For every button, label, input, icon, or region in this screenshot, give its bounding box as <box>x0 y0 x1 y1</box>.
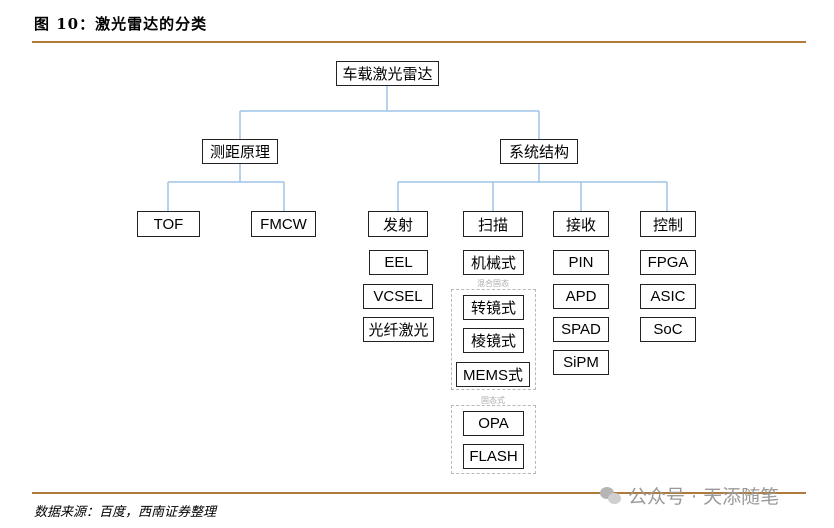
receive-item-pin: PIN <box>553 250 609 275</box>
control-item-asic: ASIC <box>640 284 696 309</box>
figure-title: 图 10：激光雷达的分类 <box>34 15 208 33</box>
hybrid-solid-state-group <box>451 289 536 390</box>
principle-node: 测距原理 <box>202 139 278 164</box>
receive-item-sipm: SiPM <box>553 350 609 375</box>
wechat-icon <box>600 486 622 505</box>
receive-category: 接收 <box>553 211 609 237</box>
hybrid-solid-state-label: 混合固态 <box>477 279 509 288</box>
tof-node: TOF <box>137 211 200 237</box>
watermark-text: 公众号 · 天添随笔 <box>628 486 780 508</box>
source-note: 数据来源：百度，西南证券整理 <box>34 505 217 520</box>
control-item-soc: SoC <box>640 317 696 342</box>
solid-state-label: 固态式 <box>481 396 505 405</box>
scan-item-opa: OPA <box>463 411 524 436</box>
receive-item-apd: APD <box>553 284 609 309</box>
bottom-rule <box>32 492 806 494</box>
receive-item-spad: SPAD <box>553 317 609 342</box>
scan-item-flash: FLASH <box>463 444 524 469</box>
top-rule <box>32 41 806 43</box>
scan-item-mems: MEMS式 <box>456 362 530 387</box>
emit-item-fiber-laser: 光纤激光 <box>363 317 434 342</box>
solid-state-group <box>451 405 536 474</box>
control-item-fpga: FPGA <box>640 250 696 275</box>
scan-category: 扫描 <box>463 211 523 237</box>
control-category: 控制 <box>640 211 696 237</box>
fmcw-node: FMCW <box>251 211 316 237</box>
scan-item-rotating-mirror: 转镜式 <box>463 295 524 320</box>
emit-item-eel: EEL <box>369 250 428 275</box>
watermark: 公众号 · 天添随笔 <box>600 482 779 509</box>
structure-node: 系统结构 <box>500 139 578 164</box>
root-node: 车载激光雷达 <box>336 61 439 86</box>
scan-item-prism: 棱镜式 <box>463 328 524 353</box>
emit-item-vcsel: VCSEL <box>363 284 433 309</box>
scan-item-mechanical: 机械式 <box>463 250 524 275</box>
emit-category: 发射 <box>368 211 428 237</box>
